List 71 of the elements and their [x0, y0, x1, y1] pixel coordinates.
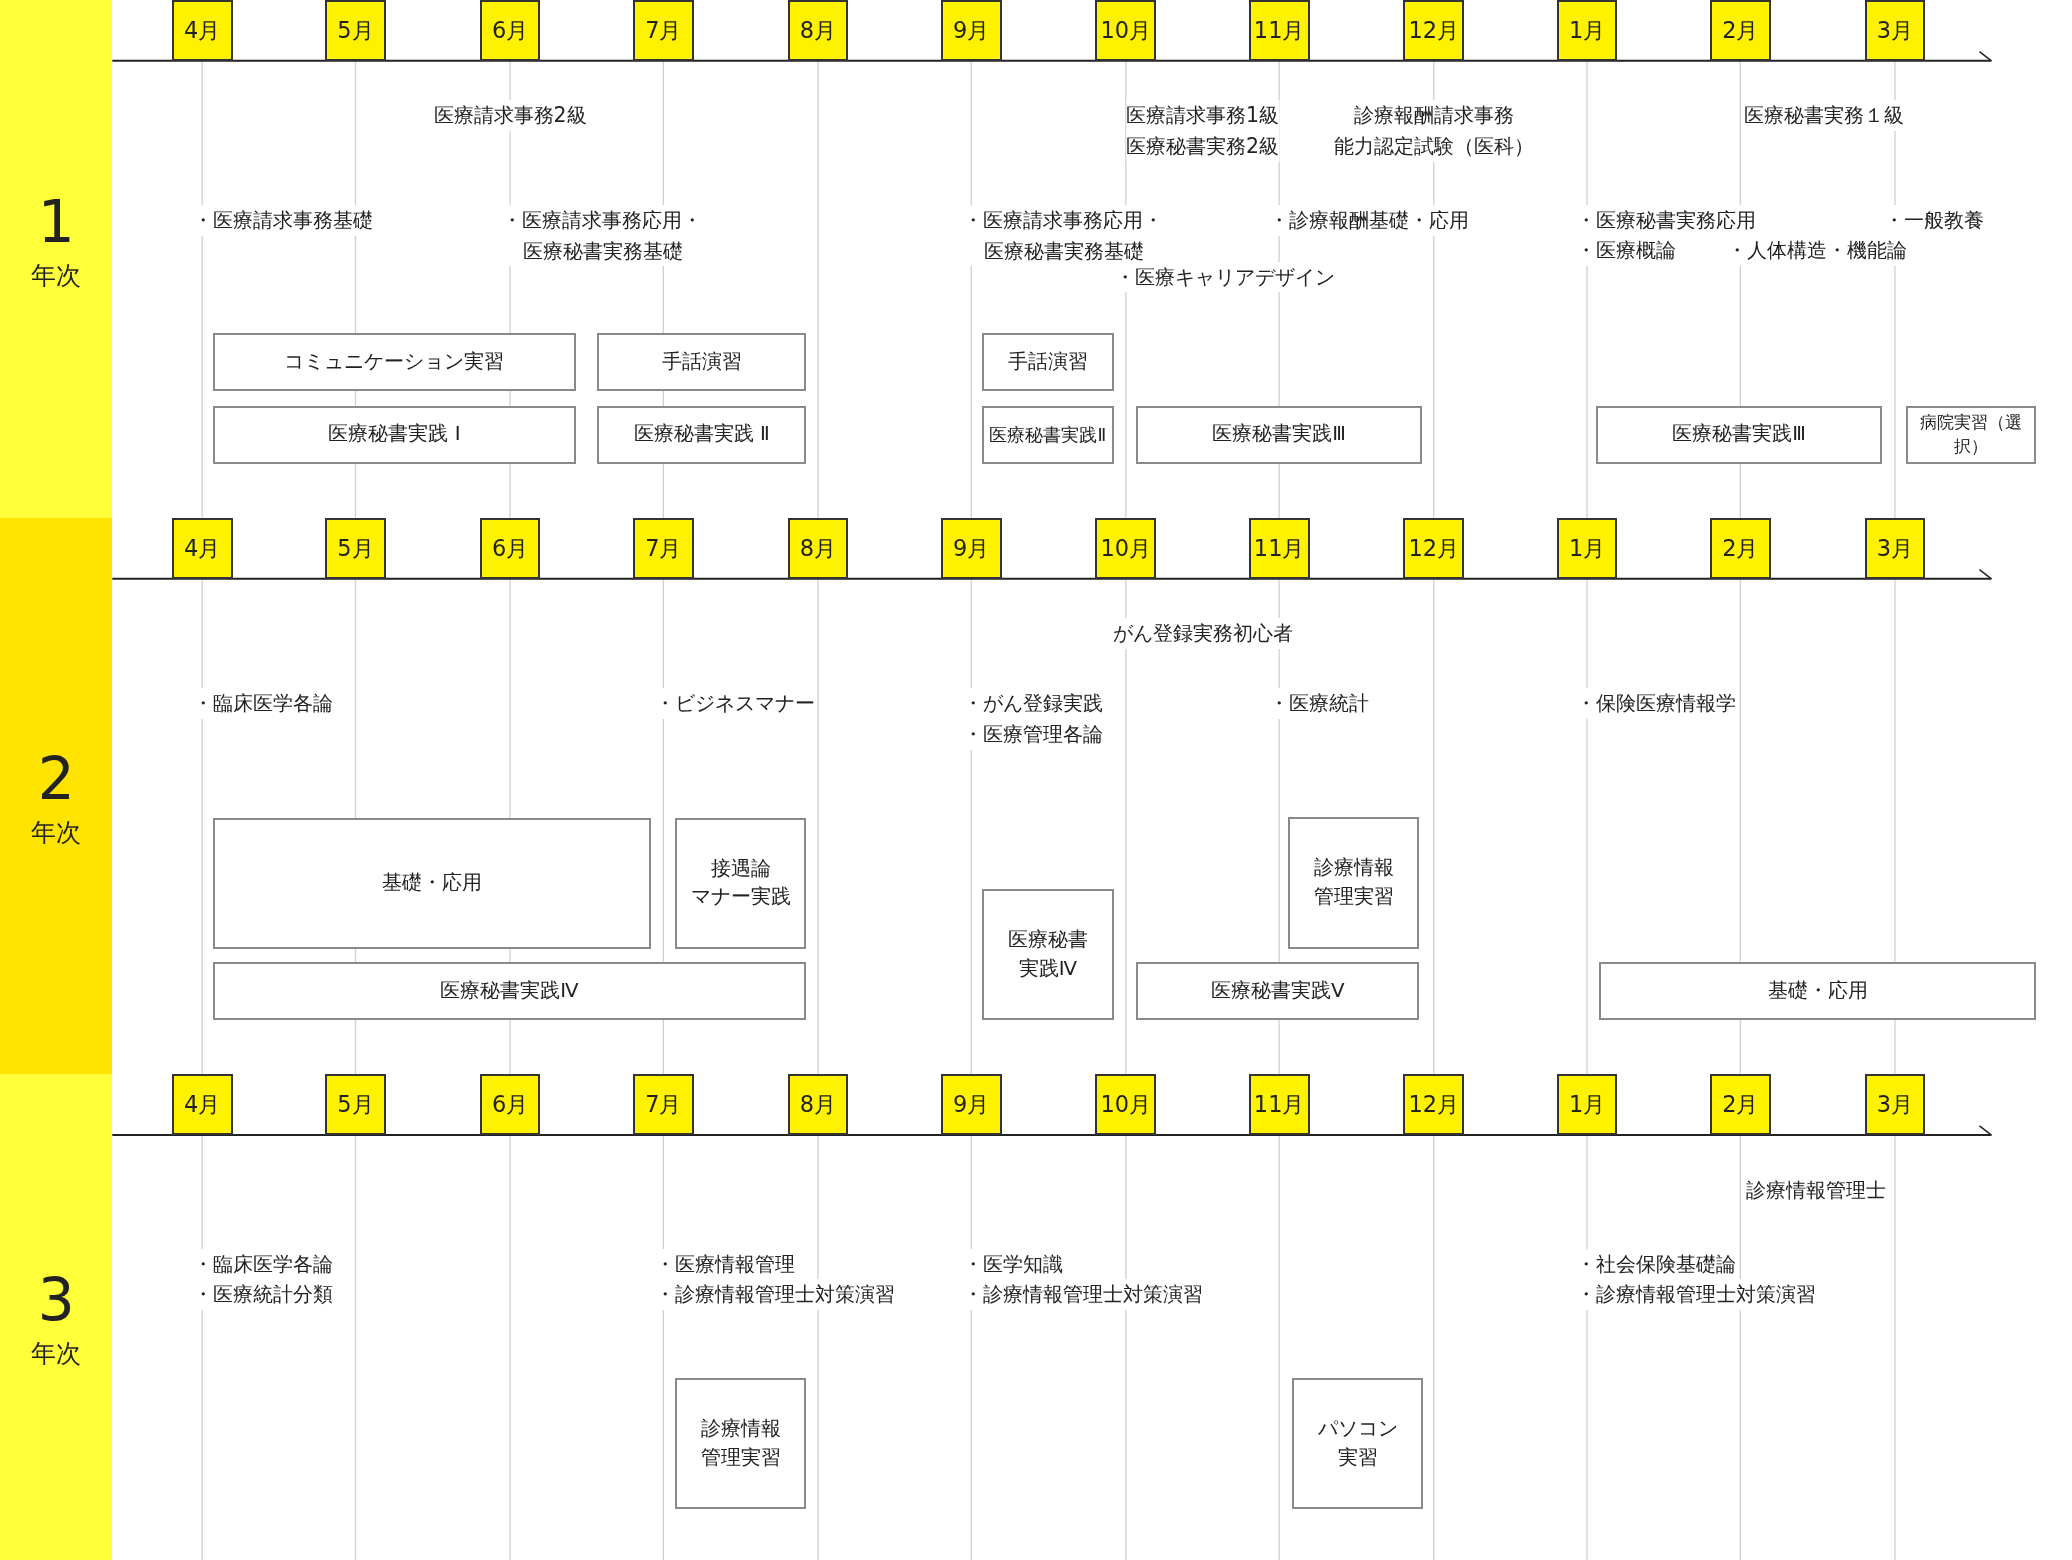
course-box: 医療秘書実践Ⅲ: [1136, 405, 1422, 464]
month-marker: 8月: [787, 518, 849, 579]
course-box: 医療秘書実践 Ⅰ: [212, 405, 577, 464]
month-marker: 2月: [1709, 1074, 1771, 1136]
month-marker: 4月: [171, 518, 233, 579]
certification-label: 診療報酬請求事務: [1353, 100, 1514, 132]
month-marker: 12月: [1403, 1074, 1465, 1136]
year-number: 1: [36, 192, 76, 252]
certification-label: 医療請求事務1級: [1126, 100, 1279, 132]
month-marker: 2月: [1709, 0, 1771, 61]
month-marker: 3月: [1864, 0, 1926, 61]
year-label: 年次: [30, 262, 83, 289]
month-marker: 6月: [479, 1074, 541, 1136]
month-marker: 8月: [787, 1074, 849, 1136]
course-box: 診療情報管理実習: [1288, 816, 1420, 949]
course-box: 手話演習: [597, 333, 807, 392]
year-number: 2: [36, 749, 76, 809]
month-marker: 5月: [325, 518, 386, 579]
course-box: 医療秘書実践Ⅱ: [981, 405, 1114, 464]
month-marker: 7月: [632, 1074, 694, 1136]
year-label: 年次: [30, 1341, 83, 1367]
course-box: コミュニケーション実習: [212, 333, 577, 392]
month-marker: 10月: [1095, 0, 1157, 61]
year-band: [0, 1074, 113, 1560]
month-marker: 9月: [940, 518, 1002, 579]
course-box: [675, 817, 807, 949]
month-marker: 1月: [1556, 518, 1618, 579]
month-marker: 3月: [1864, 1074, 1926, 1136]
course-box: 手話演習: [981, 333, 1114, 392]
course-box: 医療秘書実践Ⅴ: [1136, 962, 1420, 1021]
course-box: 医療秘書実践 Ⅱ: [597, 405, 807, 464]
month-marker: 10月: [1095, 518, 1157, 579]
course-box: パソコン実習: [1292, 1378, 1424, 1510]
certification-label: 医療秘書実務2級: [1126, 130, 1279, 162]
certification-label: がん登録実務初心者: [1112, 618, 1293, 650]
month-marker: 6月: [479, 518, 541, 579]
course-box: 病院実習（選択）: [1905, 405, 2037, 464]
course-box: 基礎・応用: [1598, 962, 2037, 1021]
month-marker: 4月: [171, 0, 233, 61]
month-marker: 9月: [940, 1074, 1002, 1136]
course-box: 基礎・応用: [212, 817, 652, 949]
month-marker: 2月: [1709, 518, 1771, 579]
certification-label: 医療秘書実務１級: [1743, 100, 1904, 132]
month-marker: 7月: [632, 0, 694, 61]
month-marker: 3月: [1864, 518, 1926, 579]
month-marker: 7月: [632, 518, 694, 579]
month-marker: 1月: [1556, 1074, 1618, 1136]
month-marker: 5月: [325, 1074, 386, 1136]
month-marker: 11月: [1248, 1074, 1310, 1136]
month-marker: 10月: [1095, 1074, 1157, 1136]
course-name: 接遇論: [710, 855, 771, 882]
certification-label: 医療請求事務2級: [433, 100, 587, 132]
month-marker: 11月: [1248, 0, 1310, 61]
course-box: 医療秘書実践Ⅳ: [981, 889, 1114, 1021]
course-box: 医療秘書実践Ⅳ: [212, 962, 807, 1021]
month-marker: 11月: [1248, 518, 1310, 579]
month-marker: 12月: [1403, 0, 1465, 61]
month-marker: 9月: [940, 0, 1002, 61]
month-marker: 1月: [1556, 0, 1618, 61]
month-marker: 4月: [171, 1074, 233, 1136]
year-number: 3: [36, 1271, 76, 1330]
course-box: 診療情報管理実習: [675, 1378, 807, 1510]
year-band: [0, 0, 113, 518]
year-band: [0, 518, 113, 1075]
course-name: マナー実践: [690, 884, 791, 911]
month-marker: 5月: [325, 0, 386, 61]
month-marker: 12月: [1403, 518, 1465, 579]
year-label: 年次: [30, 819, 83, 846]
month-marker: 6月: [479, 0, 541, 61]
month-marker: 8月: [787, 0, 849, 61]
course-box: 医療秘書実践Ⅲ: [1596, 405, 1882, 464]
